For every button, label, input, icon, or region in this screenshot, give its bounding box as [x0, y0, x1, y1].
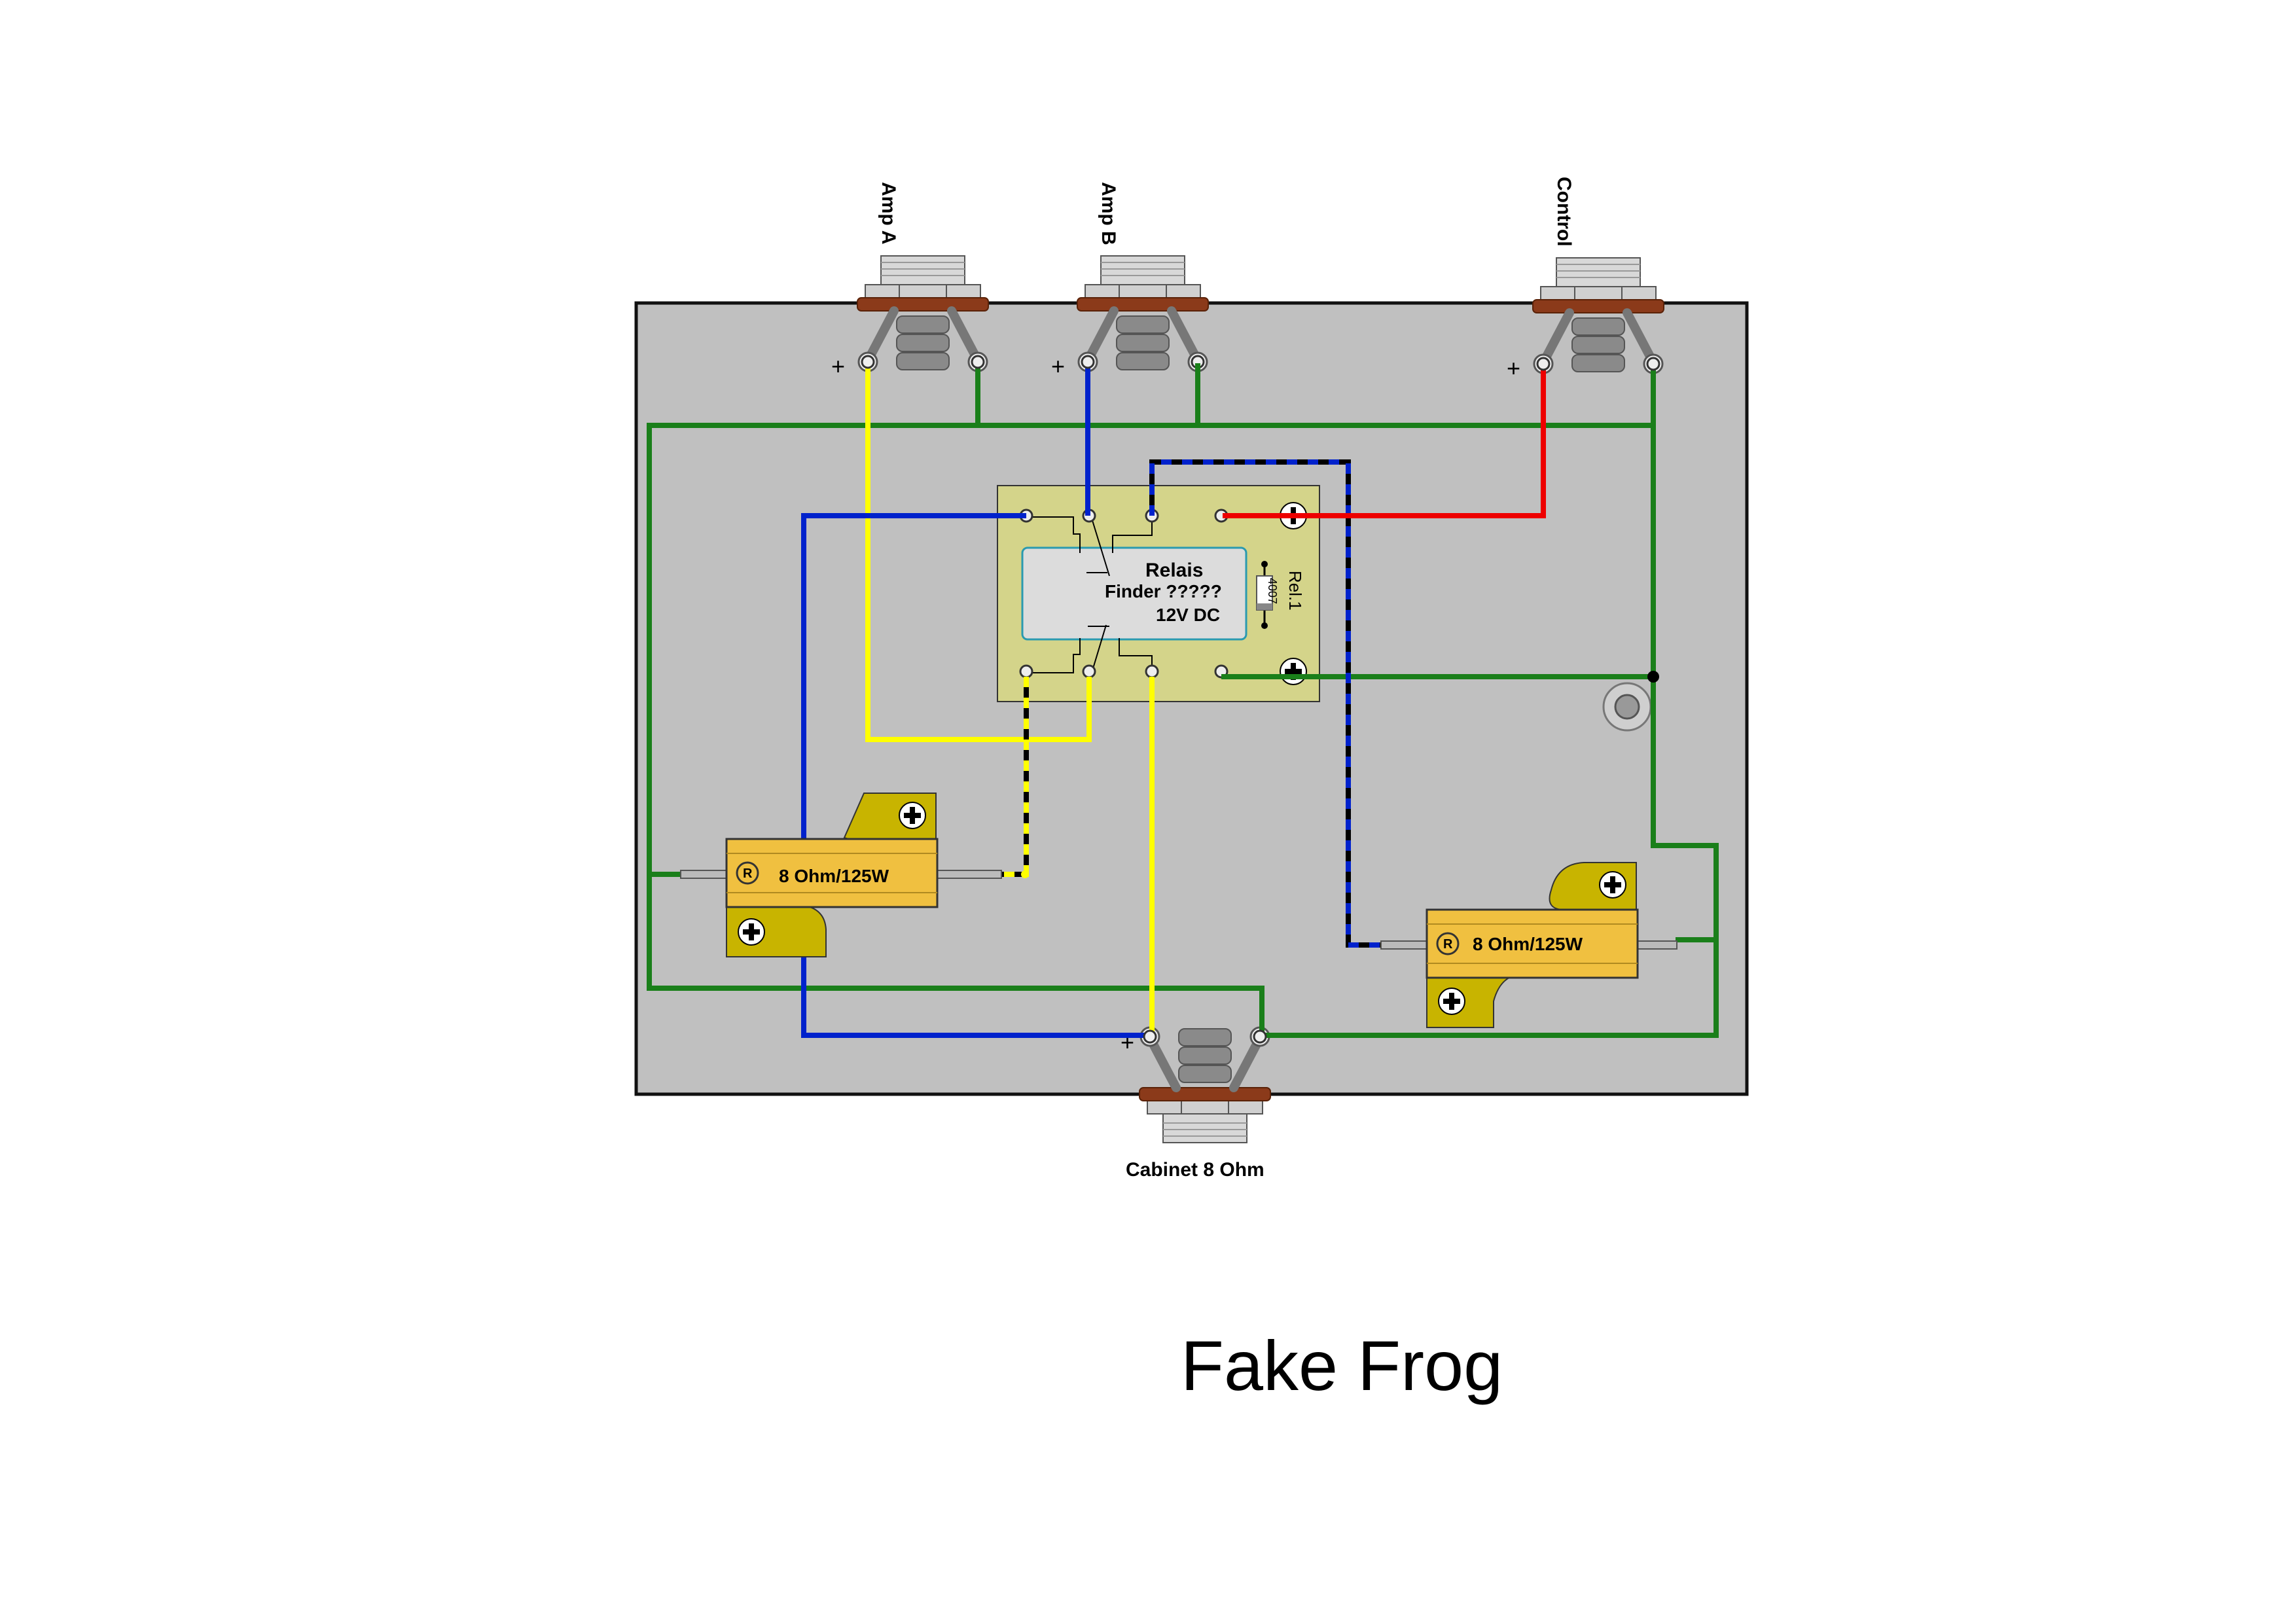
- plus-control: +: [1507, 355, 1520, 382]
- resistor-right-label: 8 Ohm/125W: [1473, 934, 1583, 954]
- resistor-right-body: [1426, 908, 1639, 979]
- relay-ref: Rel.1: [1285, 571, 1305, 611]
- resistor-right: R 8 Ohm/125W: [1380, 862, 1677, 1028]
- resistor-right-screw-top: [1599, 871, 1626, 899]
- relay-screw-bottom: [1280, 658, 1307, 685]
- wire-black-blue: [1149, 459, 1381, 948]
- resistor-left: R 8 Ohm/125W: [680, 793, 1002, 957]
- relay: Relais Finder ????? 12V DC Rel.1 4007: [997, 485, 1320, 702]
- label-amp-b: Amp B: [1098, 182, 1119, 245]
- diode-label: 4007: [1266, 578, 1279, 604]
- wire-blue-cabinet: [801, 513, 1152, 1038]
- label-control: Control: [1553, 177, 1575, 247]
- mounting-hole: [1602, 682, 1652, 732]
- relay-line1: Relais: [1145, 560, 1203, 581]
- plus-amp-b: +: [1051, 353, 1065, 380]
- relay-line2: Finder ?????: [1105, 581, 1222, 601]
- wire-yellow-amp-a: [865, 363, 1092, 742]
- label-cabinet: Cabinet 8 Ohm: [1126, 1159, 1265, 1181]
- relay-body: [1021, 546, 1247, 641]
- plus-amp-a: +: [831, 353, 845, 380]
- resistor-left-screw-top: [899, 802, 926, 829]
- resistor-right-screw-bottom: [1438, 988, 1465, 1015]
- resistor-left-screw-bottom: [738, 918, 765, 946]
- resistor-right-brand: R: [1443, 937, 1453, 952]
- jack-lugs: [861, 355, 1660, 1044]
- resistor-left-label: 8 Ohm/125W: [779, 866, 889, 886]
- label-amp-a: Amp A: [878, 182, 899, 245]
- wire-red-control: [1223, 363, 1546, 518]
- diagram-title: Fake Frog: [1181, 1326, 1503, 1405]
- resistor-left-body: [725, 838, 939, 908]
- wire-green: [647, 363, 1719, 1038]
- relay-line3: 12V DC: [1156, 605, 1220, 625]
- resistor-left-brand: R: [743, 866, 753, 881]
